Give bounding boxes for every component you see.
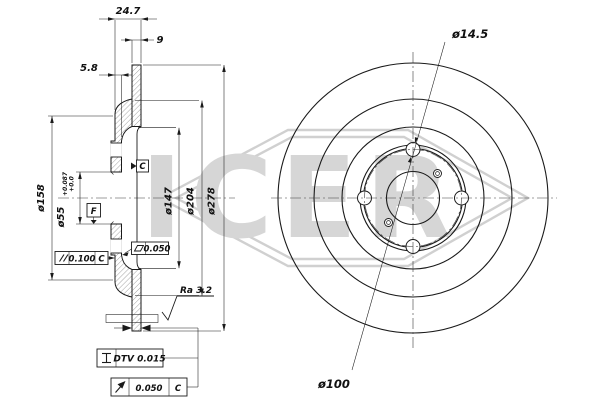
runout-datum: C xyxy=(175,384,182,394)
dtv-icon xyxy=(102,352,111,364)
dim-bolt-circle: ø100 xyxy=(317,377,350,391)
parallelism-tolerance: 0.100 C xyxy=(54,251,115,265)
surface-finish-label: Ra 3.2 xyxy=(180,286,212,296)
dim-overall-width: 24.7 xyxy=(116,6,141,17)
parallelism-datum: C xyxy=(98,254,105,264)
friction-ring-bottom-section xyxy=(131,269,142,332)
hat-recess-edge xyxy=(136,126,142,270)
runout-value: 0.050 xyxy=(136,384,163,394)
section-view xyxy=(58,64,235,332)
bolt-circle-centerline xyxy=(364,149,462,247)
bolt-hole-section-top xyxy=(110,143,122,157)
front-view: ø14.5 ø100 xyxy=(271,27,557,391)
screw-hole-upper-right xyxy=(433,169,442,178)
runout-arrow-icon xyxy=(115,381,126,393)
dim-outer-od: ø278 xyxy=(207,187,218,216)
section-dimensions: 24.7 9 5.8 ø158 ø55 +0.087 +0.0 F xyxy=(36,6,226,397)
dtv-value: DTV 0.015 xyxy=(113,355,165,365)
bolt-hole-section-bottom xyxy=(110,239,122,253)
screw-hole-lower-left xyxy=(384,218,393,227)
parallelism-icon xyxy=(59,254,69,262)
flatness-icon xyxy=(133,245,145,252)
dim-braking-id: ø204 xyxy=(186,187,197,216)
dim-bore: ø55 xyxy=(56,207,67,229)
friction-ring-top-section xyxy=(131,64,142,127)
dim-bore-tol-lower: +0.0 xyxy=(69,176,76,192)
leader-line xyxy=(351,41,446,371)
flatness-value: 0.050 xyxy=(144,244,171,254)
datum-triangle-icon xyxy=(131,162,137,170)
dim-recess-id: ø147 xyxy=(164,187,175,216)
dim-flange-thickness: 5.8 xyxy=(80,63,98,74)
icer-watermark-logo: ICER xyxy=(141,128,531,268)
dim-friction-thickness: 9 xyxy=(157,35,164,46)
dtv-tolerance: DTV 0.015 xyxy=(96,314,199,387)
flatness-tolerance: 0.050 xyxy=(122,241,171,257)
parallelism-value: 0.100 xyxy=(69,254,96,264)
dim-hat-od: ø158 xyxy=(36,184,47,213)
hat-flange-bottom-section xyxy=(110,223,133,298)
dim-bore-tol-upper: +0.087 xyxy=(62,171,69,196)
watermark-text: ICER xyxy=(141,134,460,264)
surface-roughness-icon xyxy=(161,295,214,321)
runout-tolerance: 0.050 C xyxy=(110,377,198,397)
datum-f-label: F xyxy=(91,207,97,217)
datum-c-label: C xyxy=(139,162,146,172)
dim-bolt-hole: ø14.5 xyxy=(451,27,488,41)
datum-triangle-icon xyxy=(90,220,97,224)
